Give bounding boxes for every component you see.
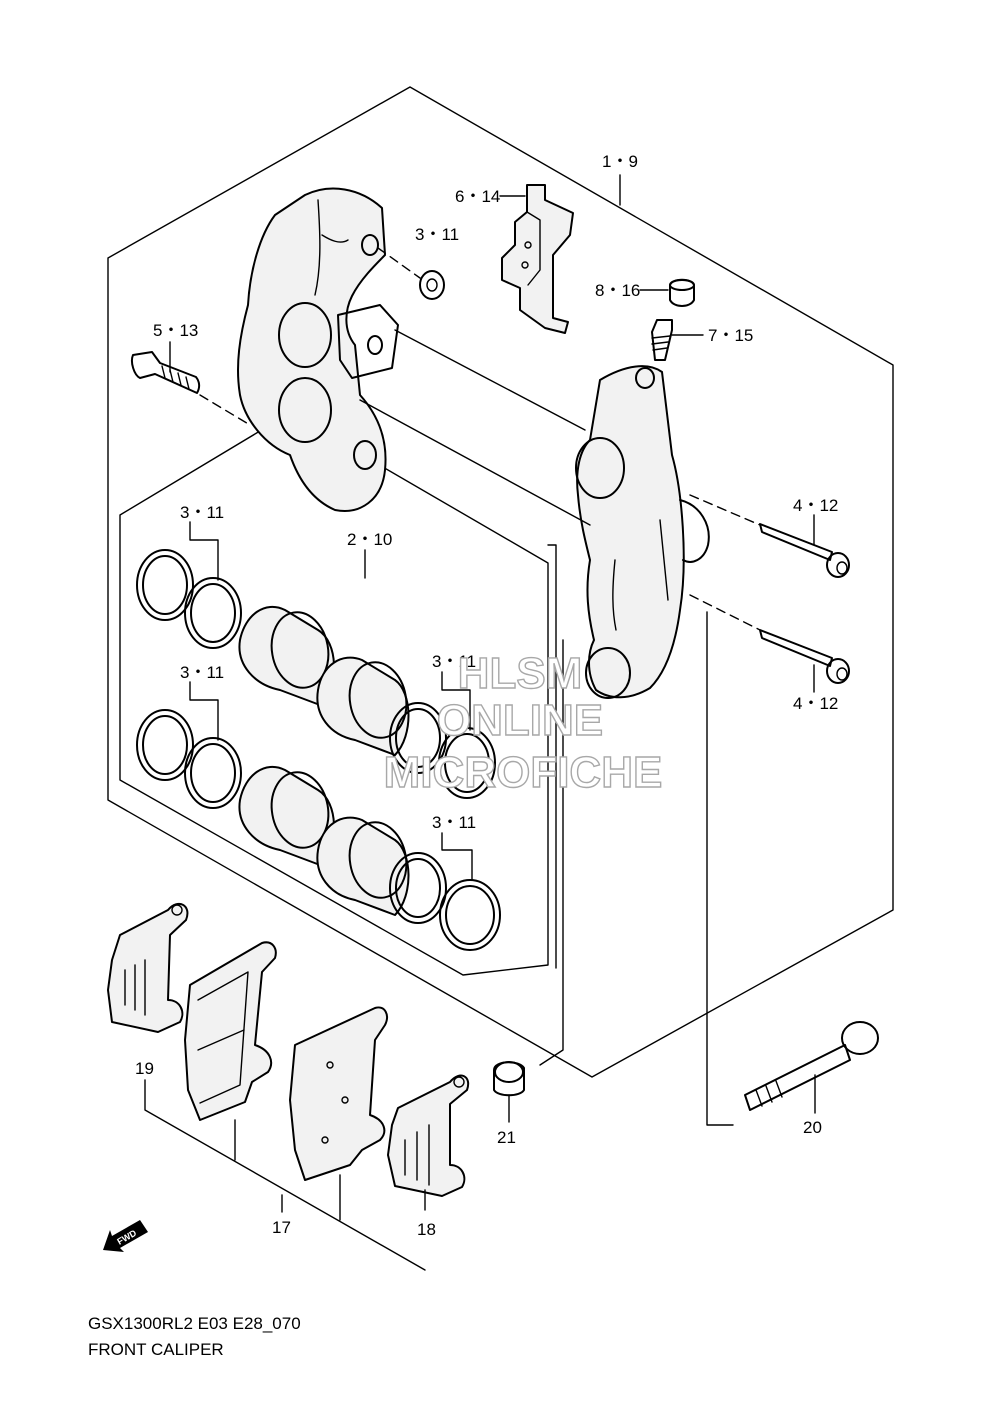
piston-lower-b (316, 816, 410, 916)
pin-bracket-line (706, 611, 734, 1126)
diagram-title: FRONT CALIPER (88, 1340, 224, 1359)
pad-spring (501, 184, 574, 334)
piston-set-frame-inner (547, 544, 557, 969)
fwd-arrow-icon: FWD (103, 1220, 148, 1252)
callout-3-11-top: 3・11 (415, 225, 459, 244)
assembly-frame (107, 86, 894, 1078)
bleeder-screw (651, 319, 673, 361)
callout-3-11-seal-a: 3・11 (180, 503, 224, 522)
piston-seals-lower-left (136, 709, 242, 809)
callout-1-9: 1・9 (602, 152, 638, 171)
caliper-half-outer (575, 365, 710, 699)
leader-3-11-d (441, 832, 473, 881)
callout-3-11-seal-c: 3・11 (432, 652, 476, 671)
assembly-line-bolt (199, 394, 251, 426)
assembly-line-pin-upper (689, 494, 761, 526)
assembly-line-low (359, 399, 591, 526)
callout-4-12-upper: 4・12 (793, 496, 838, 515)
callout-19: 19 (135, 1059, 154, 1078)
callout-8-16: 8・16 (595, 281, 640, 300)
callout-2-10: 2・10 (347, 530, 392, 549)
callout-7-15: 7・15 (708, 326, 753, 345)
leader-19-17 (144, 1079, 426, 1271)
leader-3-11-c (441, 671, 471, 731)
bushing (493, 1061, 525, 1097)
mounting-bolt (744, 1021, 879, 1111)
callout-18: 18 (417, 1220, 436, 1239)
piston-seals-upper-left (136, 549, 242, 649)
leader-3-11-a (189, 521, 219, 581)
watermark-line-3: MICROFICHE (384, 748, 663, 797)
washer (419, 270, 445, 300)
callout-6-14: 6・14 (455, 187, 500, 206)
brake-pad-right (289, 1006, 388, 1181)
assembly-line-pin-lower (689, 594, 761, 631)
watermark-line-1: HLSM (458, 649, 583, 698)
brake-pad-left (184, 941, 277, 1121)
pad-shim-right (387, 1074, 470, 1197)
assembly-line-mid (394, 329, 586, 431)
callout-3-11-seal-d: 3・11 (432, 813, 476, 832)
callout-5-13: 5・13 (153, 321, 198, 340)
callout-4-12-lower: 4・12 (793, 694, 838, 713)
piston-lower-a (238, 765, 335, 866)
piston-upper-b (316, 656, 410, 756)
pad-pin-upper (759, 523, 850, 578)
assembly-line-washer (377, 247, 421, 279)
leader-3-11-b (189, 681, 219, 741)
callout-21: 21 (497, 1128, 516, 1147)
piston-seals-upper-right (389, 702, 496, 799)
housing-leader-line (539, 639, 564, 1066)
bleeder-cap (669, 278, 695, 307)
callout-3-11-seal-b: 3・11 (180, 663, 224, 682)
pad-shim-left (107, 902, 189, 1033)
watermark: HLSM ONLINE MICROFICHE (383, 648, 663, 797)
caliper-bolt (130, 351, 201, 394)
callout-17: 17 (272, 1218, 291, 1237)
caliper-half-inner (237, 187, 399, 512)
watermark-line-2: ONLINE (437, 696, 603, 745)
piston-seals-lower-right (389, 852, 501, 951)
callout-20: 20 (803, 1118, 822, 1137)
pad-pin-lower (759, 629, 850, 684)
piston-upper-a (238, 605, 335, 706)
diagram-code: GSX1300RL2 E03 E28_070 (88, 1314, 301, 1333)
